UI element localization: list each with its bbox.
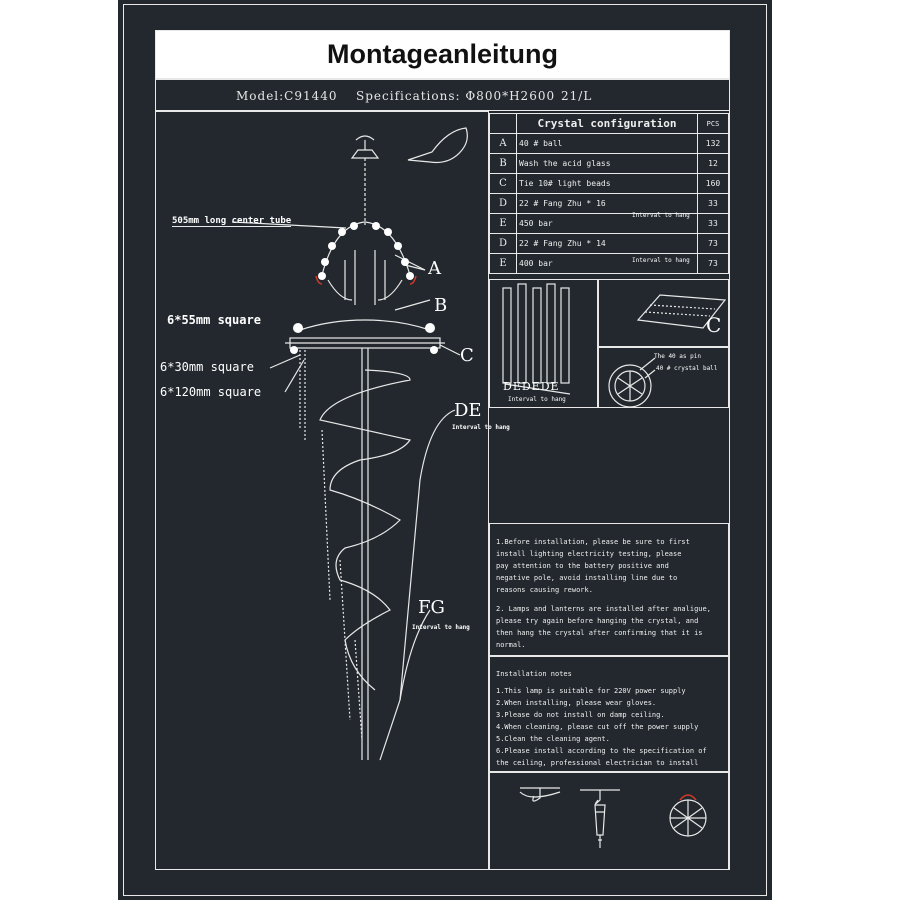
table-row: D 22 # Fang Zhu * 14 73: [489, 233, 729, 254]
label-a: A: [428, 258, 441, 279]
main-diagram-panel: [155, 111, 489, 870]
page-title: Montageanleitung: [327, 39, 558, 69]
ball-label: 40 # crystal ball: [656, 365, 718, 372]
spec-row: Model:C91440 Specifications: Φ800*H2600 …: [155, 79, 730, 111]
detail-label-c: C: [706, 313, 722, 337]
lamp-arms: [299, 319, 431, 331]
note-2: 2. Lamps and lanterns are installed afte…: [496, 605, 711, 649]
table-row: D 22 # Fang Zhu * 16 33: [489, 193, 729, 214]
installation-notes-title: Installation notes: [496, 670, 572, 678]
de-group-label: DEDEDE: [503, 380, 560, 393]
label-b: B: [434, 295, 448, 316]
title-bar: Montageanleitung: [155, 30, 730, 79]
interval-label-de: Interval to hang: [452, 424, 510, 431]
hook-icon: [520, 787, 560, 802]
label-de: DE: [454, 400, 482, 421]
table-row: A 40 # ball 132: [489, 133, 729, 154]
lights-text: 21/L: [561, 89, 593, 103]
label-c: C: [460, 345, 474, 366]
install-icons-panel: [489, 772, 729, 870]
pin-label: The 40 as pin: [654, 353, 701, 360]
sq55-label: 6*55mm square: [167, 313, 261, 327]
installation-notes: Installation notes 1.This lamp is suitab…: [496, 670, 707, 767]
crystal-config-table: Crystal configuration PCS A 40 # ball 13…: [489, 113, 729, 274]
bead-strand: [299, 350, 306, 440]
canopy-icon: [350, 149, 380, 159]
table-row: E 400 bar 73: [489, 253, 729, 274]
model-text: Model:C91440: [236, 89, 338, 103]
detail-split-horizontal: [597, 346, 729, 348]
spiral-ribbon: [319, 369, 411, 691]
table-interval-note-2: Interval to hang: [632, 257, 690, 264]
detail-split-vertical: [597, 279, 599, 408]
sq120-label: 6*120mm square: [160, 385, 262, 399]
specifications-text: Specifications: Φ800*H2600: [356, 89, 556, 103]
detail-panel: [489, 279, 729, 408]
interval-label-fg: Interval to hang: [412, 624, 470, 631]
table-interval-note-1: Interval to hang: [632, 212, 690, 219]
detail-interval-label: Interval to hang: [508, 396, 566, 403]
strand-detail-drawing: [502, 283, 727, 848]
pointing-hand-icon: [407, 127, 468, 164]
label-fg: FG: [418, 597, 445, 618]
notes-panel-2: [489, 656, 729, 772]
center-tube-label: 505mm long center tube: [172, 216, 292, 227]
crystal-balls: [290, 222, 438, 354]
ceiling-hook-icon: [580, 789, 620, 805]
notes-panel-1: [489, 523, 729, 656]
note-1: 1.Before installation, please be sure to…: [496, 538, 690, 594]
outer-frame: [123, 4, 767, 896]
sq30-label: 6*30mm square: [160, 360, 254, 374]
table-row: C Tie 10# light beads 160: [489, 173, 729, 194]
